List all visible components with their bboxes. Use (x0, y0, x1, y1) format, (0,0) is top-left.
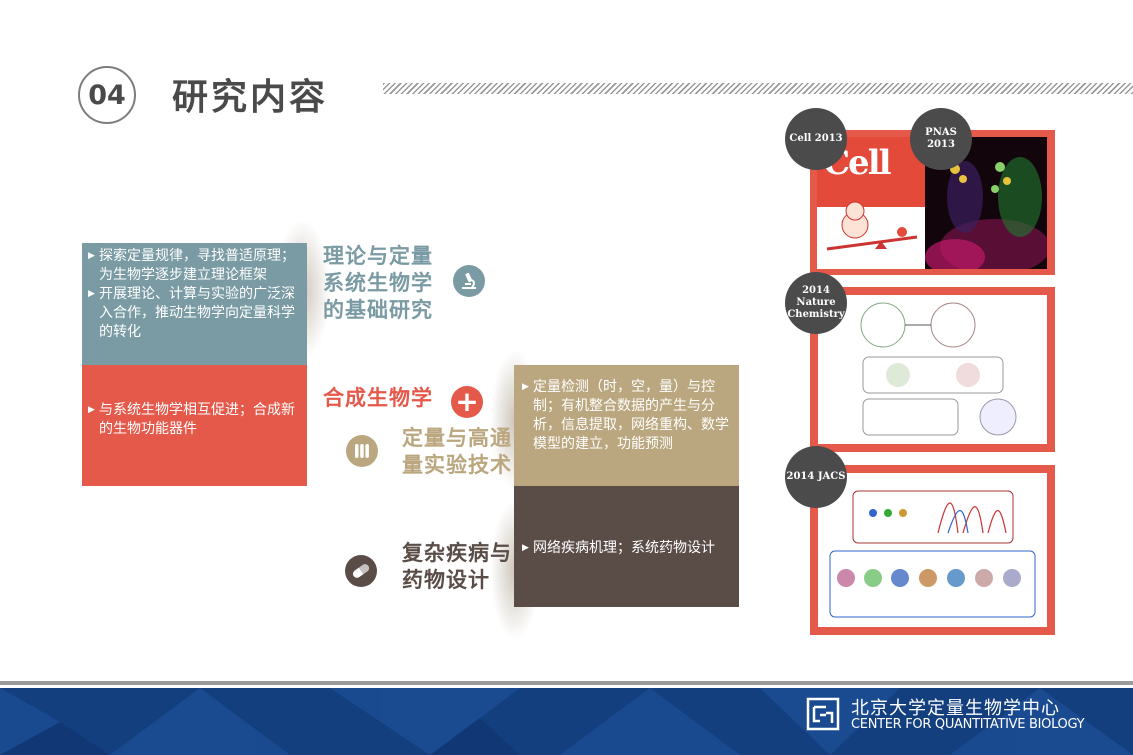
microscope-icon (453, 265, 485, 297)
section-number-badge: 04 (78, 66, 136, 124)
synthetic-description-block: ▶与系统生物学相互促进；合成新的生物功能器件 (82, 365, 307, 486)
hatch-divider (383, 83, 1133, 94)
bullet-item: ▶开展理论、计算与实验的广泛深入合作，推动生物学向定量科学的转化 (88, 286, 295, 340)
publication-label-jacs-2014: 2014 JACS (785, 446, 847, 508)
page-title: 研究内容 (172, 77, 329, 118)
bullet-item: ▶定量检测（时，空，量）与控制；有机整合数据的产生与分析，信息提取，网络重构、数… (522, 379, 729, 452)
organization-name-english: CENTER FOR QUANTITATIVE BIOLOGY (851, 717, 1085, 732)
center-logo-icon (806, 697, 840, 731)
publication-label-cell-2013: Cell 2013 (785, 108, 847, 170)
high-throughput-heading: 定量与高通量实验技术 (402, 426, 512, 477)
theory-heading: 理论与定量系统生物学的基础研究 (323, 244, 433, 322)
section-number: 04 (88, 79, 126, 111)
synthetic-heading: 合成生物学 (323, 386, 433, 410)
footer-diamond-pattern (0, 688, 1133, 755)
theory-description-block: ▶探索定量规律，寻找普适原理；为生物学逐步建立理论框架 ▶开展理论、计算与实验的… (82, 243, 307, 365)
footer-bar (0, 688, 1133, 755)
bullet-item: ▶探索定量规律，寻找普适原理；为生物学逐步建立理论框架 (88, 248, 295, 283)
pill-icon (345, 555, 377, 587)
disease-description-block: ▶网络疾病机理；系统药物设计 (514, 486, 739, 607)
bullet-item: ▶网络疾病机理；系统药物设计 (522, 540, 715, 556)
footer-divider (0, 681, 1133, 685)
publication-label-nature-chemistry-2014: 2014 Nature Chemistry (785, 272, 847, 334)
test-tubes-icon (346, 435, 378, 467)
organization-name-chinese: 北京大学定量生物学中心 (851, 698, 1060, 719)
disease-heading: 复杂疾病与药物设计 (402, 541, 512, 592)
nature-chemistry-figure (818, 295, 1047, 444)
publication-label-pnas-2013: PNAS 2013 (910, 108, 972, 170)
cell-journal-cover: Cell (817, 137, 926, 269)
plus-icon: + (451, 386, 483, 418)
bullet-item: ▶与系统生物学相互促进；合成新的生物功能器件 (88, 402, 295, 437)
jacs-figure (818, 473, 1047, 627)
high-throughput-description-block: ▶定量检测（时，空，量）与控制；有机整合数据的产生与分析，信息提取，网络重构、数… (514, 365, 739, 486)
